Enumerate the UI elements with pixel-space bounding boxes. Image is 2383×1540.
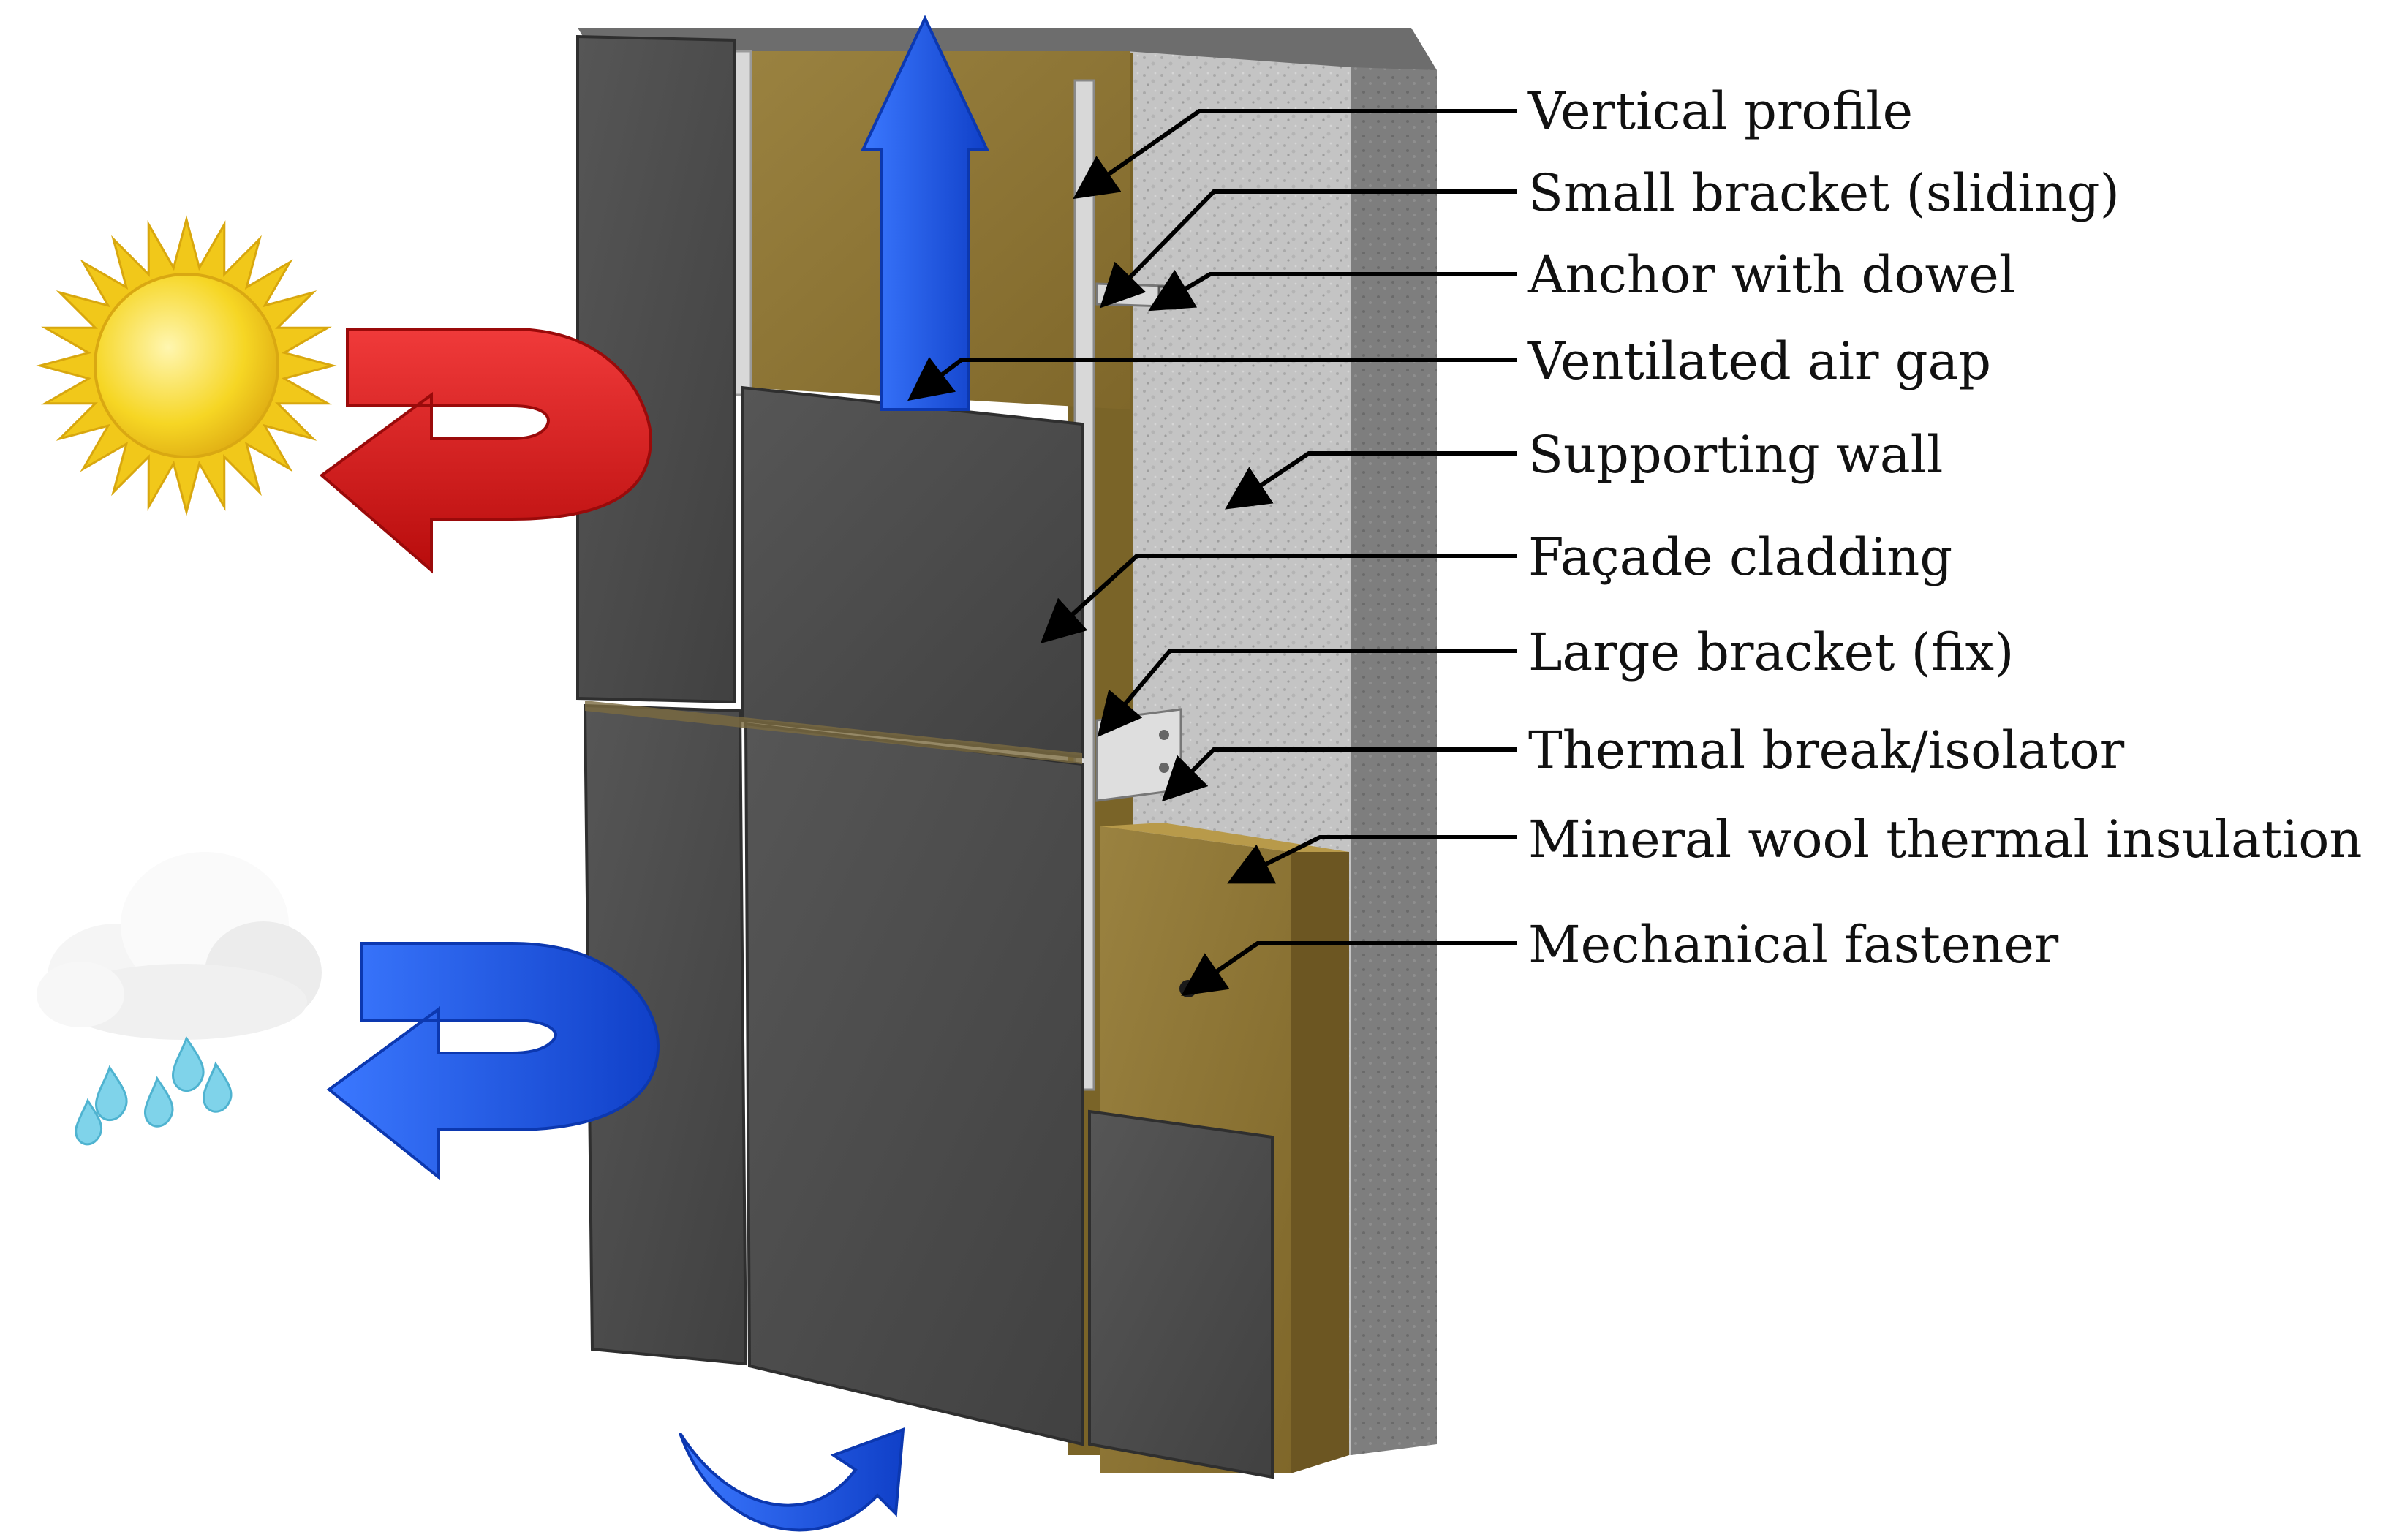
horizontal-joint [585,701,1082,764]
label-supporting-wall: Supporting wall [1528,425,1943,485]
vertical-profile-left [733,50,752,396]
large-bracket-bolt-1 [1159,730,1169,740]
cladding-panel-bottom-middle [744,722,1084,1446]
rain-drops [75,1035,233,1146]
leader-mineral-wool [1227,835,1517,884]
cladding-panel-top-middle [741,385,1084,759]
label-ventilated-air-gap: Ventilated air gap [1527,331,1991,391]
label-mechanical-fastener: Mechanical fastener [1528,915,2059,975]
leader-mechanical-fastener [1181,941,1517,996]
mineral-wool-block-side [1291,852,1349,1473]
leader-large-bracket [1097,649,1517,737]
heat-reflection-arrow-icon [319,328,653,574]
leader-vertical-profile [1073,109,1517,200]
large-bracket [1095,708,1182,802]
label-anchor-with-dowel: Anchor with dowel [1527,245,2015,305]
supporting-wall-side [1351,67,1437,1455]
leader-thermal-break [1161,747,1517,802]
air-up-arrow-icon [860,15,990,411]
label-mineral-wool: Mineral wool thermal insulation [1528,809,2362,869]
wall-assembly [576,28,1437,1479]
rain-reflection-arrow-icon [326,942,660,1181]
cladding-panel-bottom-right [1088,1109,1274,1479]
cladding-panel-bottom-left [583,703,748,1366]
sun-disc [94,273,279,458]
air-inlet-arrow-icon [679,1427,905,1532]
label-small-bracket: Small bracket (sliding) [1528,163,2120,223]
large-bracket-bolt-2 [1159,763,1169,773]
leader-lines [907,109,1517,996]
sun-icon [36,215,337,516]
leader-small-bracket [1100,189,1517,309]
leader-facade-cladding [1040,554,1517,644]
label-thermal-break: Thermal break/isolator [1528,720,2125,780]
leader-supporting-wall [1225,451,1517,510]
leader-anchor-dowel [1148,269,1517,312]
label-vertical-profile: Vertical profile [1527,81,1913,141]
label-large-bracket: Large bracket (fix) [1528,622,2014,682]
leader-air-gap [907,356,1517,401]
mineral-wool-block-top [1100,823,1349,852]
label-facade-cladding: Façade cladding [1528,527,1952,587]
labels: Vertical profile Small bracket (sliding)… [1527,81,2362,975]
mechanical-fastener [1179,980,1197,997]
rain-cloud-icon [37,852,322,1146]
